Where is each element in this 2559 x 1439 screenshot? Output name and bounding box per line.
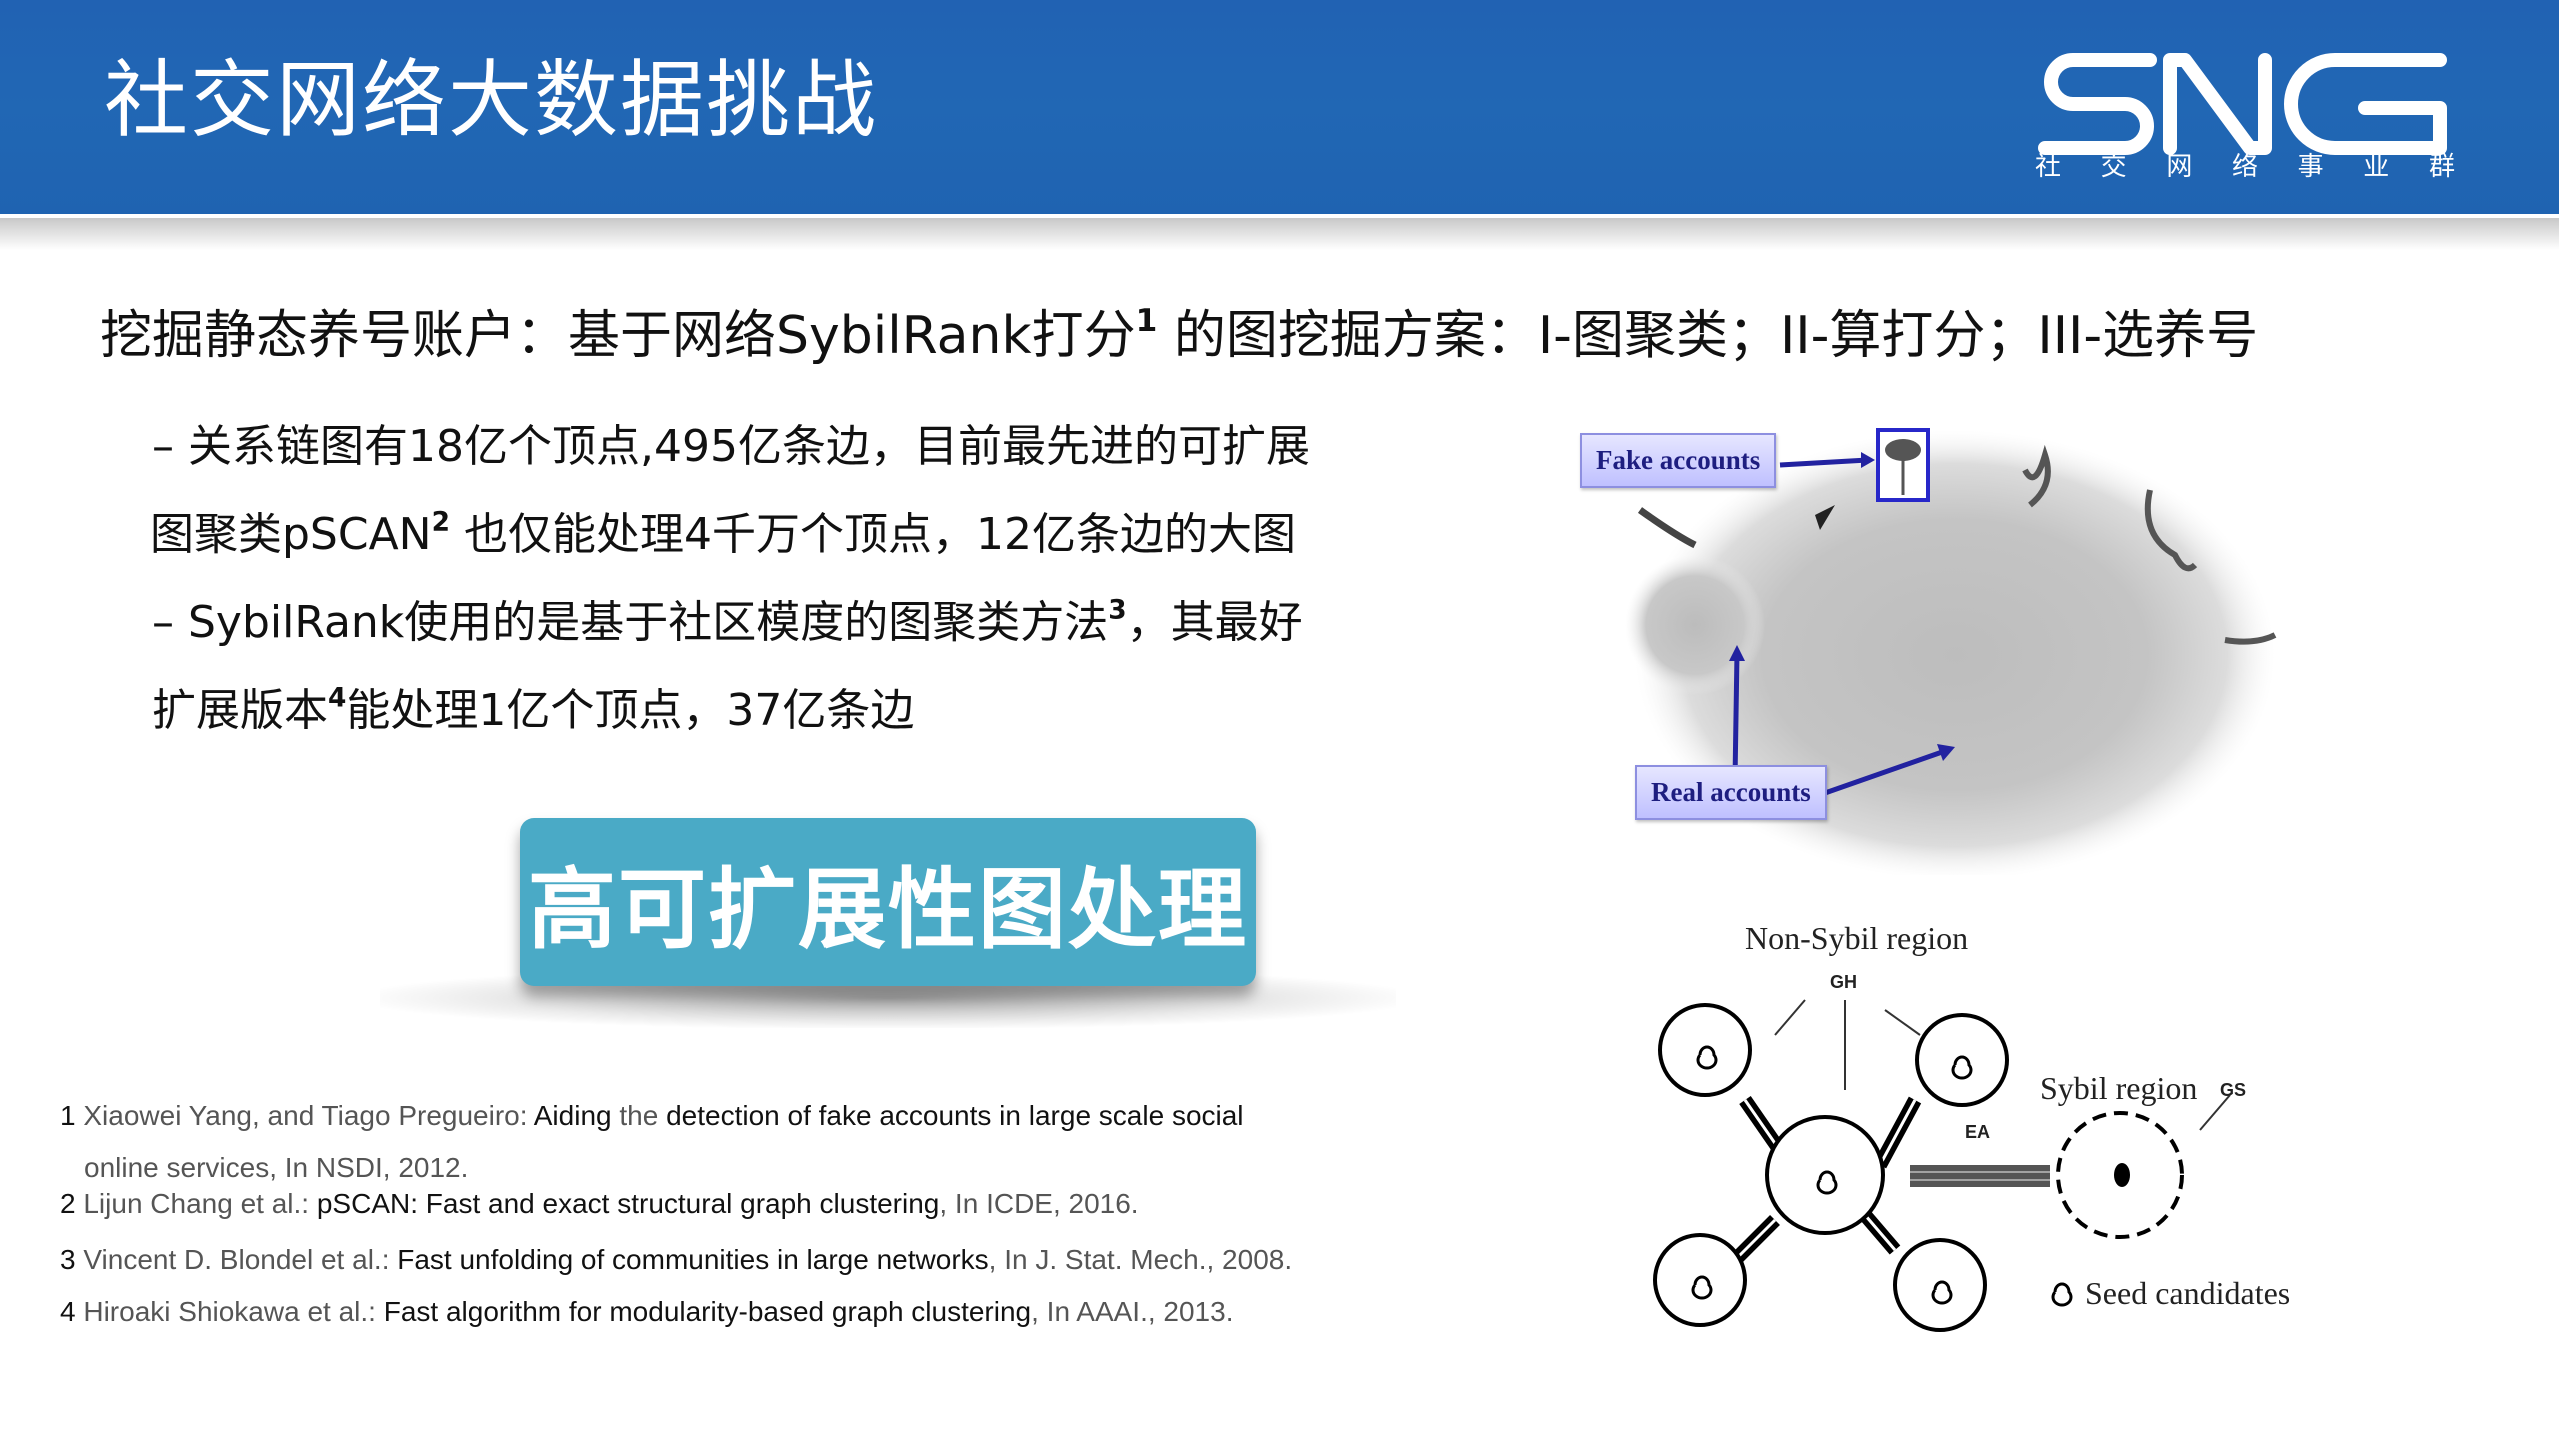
ref-title: pSCAN: Fast and exact structural graph c…	[316, 1188, 940, 1219]
logo-char: 络	[2231, 152, 2258, 182]
social-graph-figure: Fake accounts Real accounts	[1565, 395, 2285, 875]
ref-authors: Vincent D. Blondel et al.:	[75, 1244, 398, 1275]
bullet-list: – 关系链图有18亿个顶点,495亿条边，目前最先进的可扩展 图聚类pSCAN2…	[150, 412, 1432, 764]
bullet-text: 扩展版本	[152, 685, 328, 736]
bullet-text: – 关系链图有18亿个顶点,495亿条边，目前最先进的可扩展	[152, 421, 1310, 472]
non-sybil-region-label: Non-Sybil region	[1745, 920, 1969, 956]
footnote-ref: 4	[328, 682, 347, 714]
gh-label: GH	[1830, 972, 1857, 992]
sybil-region-diagram: Non-Sybil region GH Sybil region GS EA S…	[1640, 900, 2320, 1340]
references: 1 Xiaowei Yang, and Tiago Pregueiro: Aid…	[60, 1090, 1460, 1342]
bullet-text: – SybilRank使用的是基于社区模度的图聚类方法	[152, 597, 1109, 648]
bullet-text: 能处理1亿个顶点，37亿条边	[346, 685, 915, 736]
logo-subtitle: 社 交 网 络 事 业 群	[2035, 146, 2455, 183]
seed-candidates-label: Seed candidates	[2085, 1275, 2291, 1311]
bullet-text: ，其最好	[1126, 597, 1303, 648]
lead-text: 挖掘静态养号账户：基于网络SybilRank打分	[100, 306, 1136, 366]
logo-char: 社	[2035, 152, 2062, 182]
footnote-ref: 2	[431, 506, 450, 538]
ref-venue: , In J. Stat. Mech., 2008.	[988, 1244, 1293, 1275]
bullet-line: – 关系链图有18亿个顶点,495亿条边，目前最先进的可扩展	[152, 412, 1432, 500]
real-accounts-label: Real accounts	[1635, 765, 1827, 820]
bullet-line: 图聚类pSCAN2 也仅能处理4千万个顶点，12亿条边的大图	[150, 500, 1432, 588]
lead-text-after: 的图挖掘方案：I-图聚类；II-算打分；III-选养号	[1157, 306, 2259, 366]
ref-venue: , In AAAI., 2013.	[1031, 1296, 1234, 1327]
header-shadow	[0, 218, 2559, 250]
ref-num: 4	[60, 1296, 76, 1327]
bullet-line: 扩展版本4能处理1亿个顶点，37亿条边	[152, 676, 1432, 764]
reference-item-continuation: online services, In NSDI, 2012.	[84, 1152, 469, 1183]
reference-item: 3 Vincent D. Blondel et al.: Fast unfold…	[60, 1234, 1460, 1288]
logo-char: 交	[2100, 152, 2127, 182]
ref-authors: Hiroaki Shiokawa et al.:	[75, 1296, 384, 1327]
logo-char: 网	[2166, 152, 2193, 182]
reference-item: 2 Lijun Chang et al.: pSCAN: Fast and ex…	[60, 1180, 1460, 1234]
fake-accounts-label: Fake accounts	[1580, 433, 1777, 488]
reference-item: 4 Hiroaki Shiokawa et al.: Fast algorith…	[60, 1288, 1460, 1342]
ref-num: 3	[60, 1244, 76, 1275]
ref-num: 1	[60, 1100, 76, 1131]
slide-header: 社交网络大数据挑战 社 交 网 络 事 业 群	[0, 0, 2559, 218]
ref-venue: , In ICDE, 2016.	[939, 1188, 1139, 1219]
ref-title: Aiding	[533, 1100, 612, 1131]
reference-item: 1 Xiaowei Yang, and Tiago Pregueiro: Aid…	[60, 1090, 1460, 1142]
ref-text: the	[611, 1100, 667, 1131]
callout-text: 高可扩展性图处理	[520, 818, 1256, 986]
bullet-text: 图聚类pSCAN	[150, 509, 432, 560]
sybil-graph-icon	[1653, 999, 2231, 1332]
logo-char: 业	[2363, 152, 2390, 182]
ref-title: Fast algorithm for modularity-based grap…	[383, 1296, 1032, 1327]
gs-label: GS	[2220, 1080, 2247, 1100]
ref-title: Fast unfolding of communities in large n…	[397, 1244, 989, 1275]
footnote-ref: 1	[1135, 303, 1158, 340]
ref-num: 2	[60, 1188, 76, 1219]
logo-char: 事	[2297, 152, 2324, 182]
sybil-region-label: Sybil region	[2040, 1070, 2198, 1106]
callout-banner: 高可扩展性图处理	[380, 818, 1396, 1028]
logo-char: 群	[2428, 152, 2455, 182]
ref-authors: Xiaowei Yang, and Tiago Pregueiro:	[75, 1100, 534, 1131]
lead-statement: 挖掘静态养号账户：基于网络SybilRank打分1 的图挖掘方案：I-图聚类；I…	[100, 305, 2258, 367]
ea-label: EA	[1965, 1122, 1991, 1142]
footnote-ref: 3	[1108, 594, 1127, 626]
bullet-text: 也仅能处理4千万个顶点，12亿条边的大图	[449, 509, 1296, 560]
ref-authors: Lijun Chang et al.:	[75, 1188, 317, 1219]
slide-title: 社交网络大数据挑战	[104, 51, 879, 149]
sng-logo-icon	[2038, 53, 2447, 155]
ref-title: detection of fake accounts in large scal…	[666, 1100, 1244, 1131]
graph-cloud-icon	[1625, 428, 2277, 875]
bullet-line: – SybilRank使用的是基于社区模度的图聚类方法3，其最好	[152, 588, 1432, 676]
